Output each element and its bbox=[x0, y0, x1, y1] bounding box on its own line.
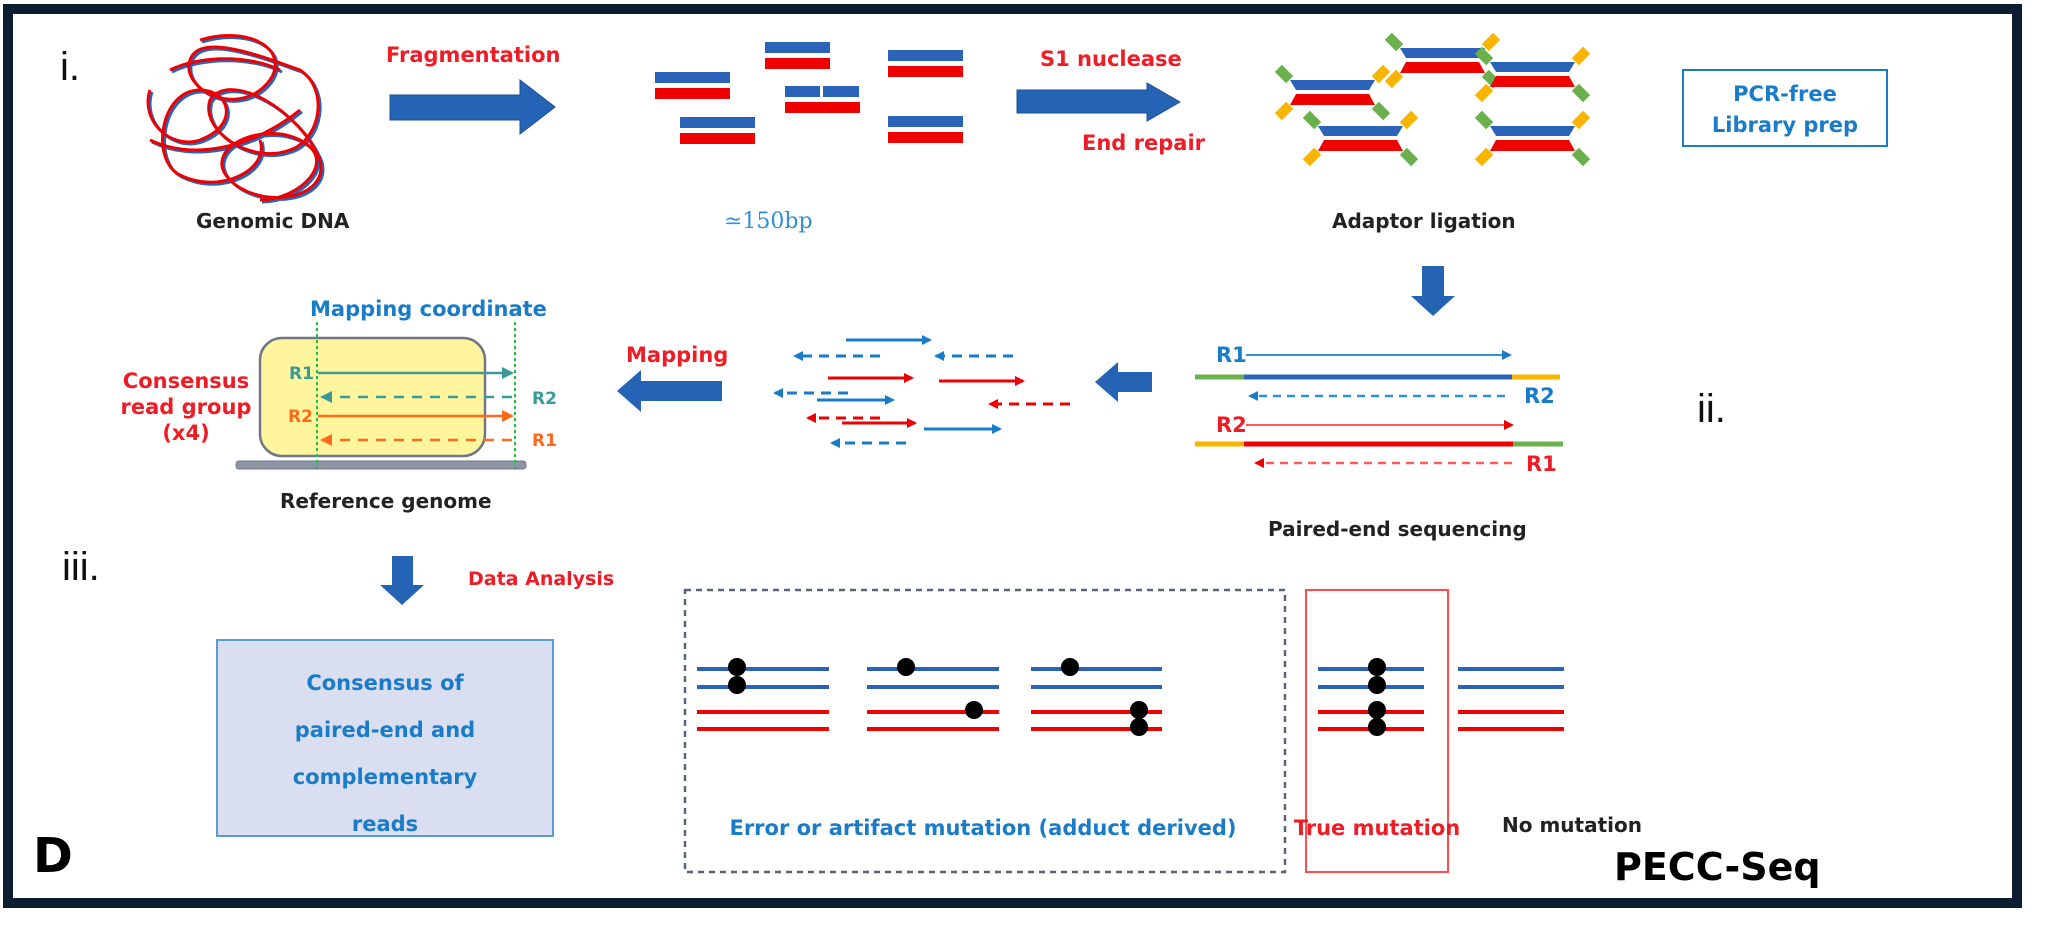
true-mutation-label: True mutation bbox=[1294, 816, 1461, 840]
consensus-box-line4: reads bbox=[352, 812, 418, 836]
paired-end-sequencing-diagram: R1 R2 R2 R1 bbox=[1195, 343, 1563, 476]
adaptor-end bbox=[1274, 64, 1294, 84]
adaptor-end bbox=[1274, 101, 1294, 121]
reference-genome-bar bbox=[235, 460, 527, 470]
adaptor-end bbox=[1474, 83, 1494, 103]
consensus-r2-left: R2 bbox=[288, 407, 313, 427]
adaptor-end bbox=[1481, 32, 1501, 52]
error-artifact-box bbox=[683, 588, 1287, 874]
pcr-free-line1: PCR-free bbox=[1733, 82, 1837, 106]
genomic-dna-icon bbox=[146, 34, 325, 204]
consensus-r2-right: R2 bbox=[532, 389, 557, 409]
error-artifact-label: Error or artifact mutation (adduct deriv… bbox=[729, 816, 1236, 840]
down-arrow-sequencing-icon bbox=[1411, 266, 1455, 316]
seq-read-label-r1-bottom: R1 bbox=[1526, 452, 1557, 476]
adaptor-end bbox=[1384, 69, 1404, 89]
mutation-dot bbox=[1368, 701, 1386, 719]
adaptor-end bbox=[1371, 101, 1391, 121]
strand-group bbox=[1031, 658, 1162, 736]
mutation-dot bbox=[1130, 701, 1148, 719]
adaptor-end bbox=[1302, 147, 1322, 167]
mutation-dot bbox=[1368, 718, 1386, 736]
method-name: PECC-Seq bbox=[1614, 845, 1821, 889]
adaptor-end bbox=[1571, 46, 1591, 66]
mutation-patterns bbox=[697, 658, 1564, 736]
adaptor-ligation-label: Adaptor ligation bbox=[1332, 209, 1516, 233]
dna-fragments-icon bbox=[655, 42, 963, 144]
mutation-dot bbox=[1130, 718, 1148, 736]
strand-group bbox=[697, 658, 829, 731]
mutation-dot bbox=[1061, 658, 1079, 676]
adaptor-end bbox=[1384, 32, 1404, 52]
adaptor-fragment bbox=[1474, 46, 1591, 103]
adaptor-end bbox=[1399, 110, 1419, 130]
adaptor-end bbox=[1474, 46, 1494, 66]
adaptor-fragment bbox=[1274, 64, 1391, 121]
adaptor-end bbox=[1302, 110, 1322, 130]
mapping-label: Mapping bbox=[626, 343, 728, 367]
end-repair-arrow-icon bbox=[1016, 82, 1182, 122]
mutation-dot bbox=[728, 676, 746, 694]
mapping-coordinate-label: Mapping coordinate bbox=[310, 297, 547, 321]
step-i-label: i. bbox=[60, 45, 80, 89]
figure-frame bbox=[3, 4, 2022, 908]
consensus-box-line1: Consensus of bbox=[306, 671, 464, 695]
strand-group bbox=[1458, 667, 1564, 731]
fragmentation-arrow-icon bbox=[389, 78, 556, 136]
consensus-group-line1: Consensus bbox=[123, 369, 249, 393]
strand-group bbox=[1318, 658, 1424, 736]
consensus-group-line2: read group bbox=[121, 395, 252, 419]
genomic-dna-label: Genomic DNA bbox=[196, 209, 350, 233]
s1-nuclease-label: S1 nuclease bbox=[1040, 47, 1182, 71]
panel-letter: D bbox=[33, 828, 73, 884]
strand-group bbox=[867, 658, 999, 731]
mapping-arrow-icon bbox=[617, 370, 722, 412]
no-mutation-label: No mutation bbox=[1502, 813, 1642, 837]
adaptor-end bbox=[1371, 64, 1391, 84]
fragmentation-label: Fragmentation bbox=[386, 43, 560, 67]
seq-read-label-r1-top: R1 bbox=[1216, 343, 1247, 367]
mutation-dot bbox=[1368, 658, 1386, 676]
consensus-analysis-box bbox=[216, 639, 554, 837]
true-mutation-box bbox=[1305, 589, 1449, 873]
mutation-dot bbox=[965, 701, 983, 719]
adaptor-end bbox=[1571, 110, 1591, 130]
mutation-dot bbox=[1368, 676, 1386, 694]
adaptor-fragment bbox=[1474, 110, 1591, 167]
consensus-r1-left: R1 bbox=[289, 364, 314, 384]
consensus-box-line3: complementary bbox=[293, 765, 478, 789]
mutation-dot bbox=[728, 658, 746, 676]
step-iii-label: iii. bbox=[62, 545, 100, 589]
adaptor-end bbox=[1571, 83, 1591, 103]
step-ii-label: ii. bbox=[1697, 387, 1726, 431]
adaptor-end bbox=[1474, 147, 1494, 167]
seq-read-label-r2-top: R2 bbox=[1524, 384, 1555, 408]
consensus-group-line3: (x4) bbox=[162, 421, 209, 445]
paired-end-sequencing-label: Paired-end sequencing bbox=[1268, 517, 1527, 541]
end-repair-label: End repair bbox=[1082, 131, 1206, 155]
reference-genome-label: Reference genome bbox=[280, 489, 492, 513]
data-analysis-label: Data Analysis bbox=[468, 568, 614, 590]
adaptor-ligated-fragments bbox=[1274, 32, 1591, 167]
mutation-dot bbox=[897, 658, 915, 676]
pcr-free-box bbox=[1682, 69, 1888, 147]
down-arrow-analysis-icon bbox=[380, 556, 424, 605]
consensus-r1-right: R1 bbox=[532, 431, 557, 451]
adaptor-end bbox=[1571, 147, 1591, 167]
seq-read-label-r2-bottom: R2 bbox=[1216, 413, 1247, 437]
left-arrow-reads-icon bbox=[1095, 362, 1152, 402]
fragment-size-label: ≃150bp bbox=[724, 209, 813, 234]
adaptor-fragment bbox=[1302, 110, 1419, 167]
consensus-box-line2: paired-end and bbox=[295, 718, 475, 742]
scattered-reads bbox=[773, 335, 1070, 448]
pcr-free-line2: Library prep bbox=[1712, 113, 1858, 137]
adaptor-end bbox=[1399, 147, 1419, 167]
adaptor-end bbox=[1474, 110, 1494, 130]
